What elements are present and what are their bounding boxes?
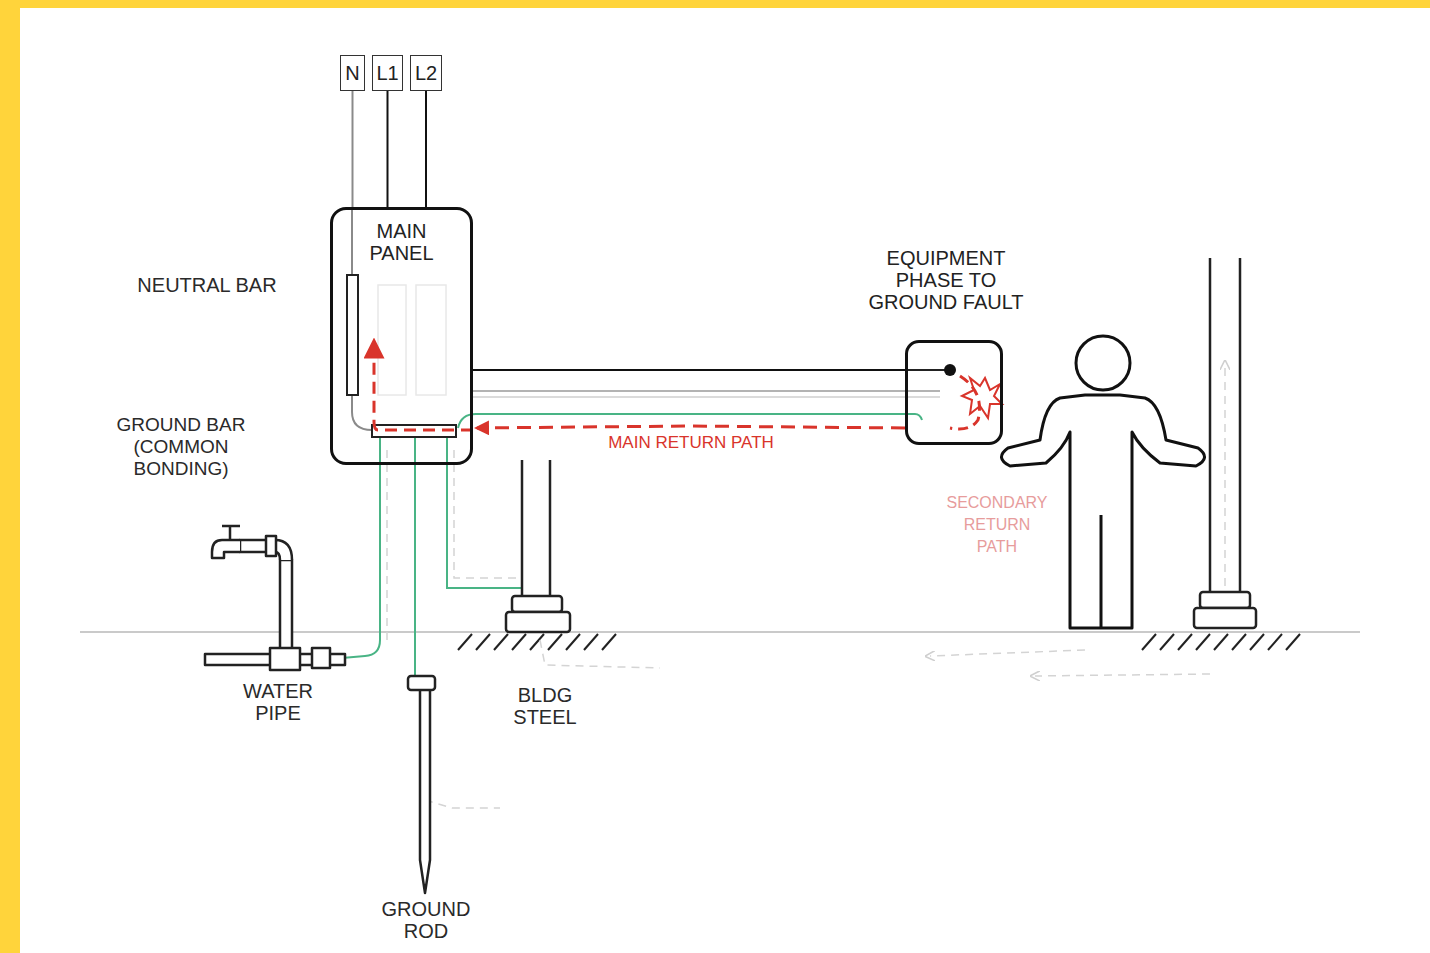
grounding-conductor [342, 414, 922, 677]
neutral-wire [351, 207, 353, 275]
ground-rod [408, 676, 435, 893]
neutral-bond-wire [352, 395, 372, 430]
terminal-box: L2 [410, 55, 442, 91]
return-path [477, 426, 905, 428]
secondary-path-arrows [387, 365, 1225, 808]
water-pipe [205, 526, 345, 670]
metal-column [1200, 592, 1250, 608]
earth-hatching [1142, 634, 1156, 650]
earth-hatching [1196, 634, 1210, 650]
part-label: NEUTRAL BAR [107, 274, 307, 296]
panel-title: MAIN PANEL [357, 220, 447, 264]
path-label: SECONDARY RETURN PATH [944, 492, 1050, 558]
person-figure [1001, 395, 1204, 628]
earth-hatching [512, 634, 526, 650]
terminal-label: L2 [415, 62, 437, 84]
secondary-path-arrows [540, 640, 660, 668]
person-figure [1076, 336, 1130, 390]
earth-hatching [602, 634, 616, 650]
earth-hatching [584, 634, 598, 650]
terminal-label: N [345, 62, 359, 84]
terminal-box: N [340, 55, 365, 91]
earth-hatching [1142, 634, 1300, 650]
grounding-conductor [458, 414, 922, 428]
earth-hatching [548, 634, 562, 650]
neutral-bar [347, 275, 358, 395]
earth-hatching [1268, 634, 1282, 650]
secondary-path-arrows [1035, 674, 1210, 676]
fault-point [944, 364, 956, 376]
earth-hatching [458, 634, 616, 650]
metal-column [1239, 258, 1242, 592]
phase-wire [387, 91, 389, 207]
earth-hatching [458, 634, 472, 650]
water-pipe [280, 560, 292, 654]
earth-hatching [494, 634, 508, 650]
grounding-conductor [342, 437, 380, 658]
water-pipe [222, 526, 240, 540]
grounding-conductor [447, 437, 522, 588]
earth-hatching [1286, 634, 1300, 650]
drawing-sheet [20, 8, 1430, 953]
fault-current [950, 376, 980, 429]
earth-hatching [1250, 634, 1264, 650]
earth-hatching [566, 634, 580, 650]
person-figure [1100, 515, 1103, 628]
return-path-inside-panel [374, 348, 473, 430]
terminal-label: L1 [376, 62, 398, 84]
earth-hatching [1214, 634, 1228, 650]
phase-wire [425, 91, 427, 207]
earth-hatching [1160, 634, 1174, 650]
cable-conductor [473, 390, 940, 392]
part-label: GROUND ROD [376, 898, 476, 942]
secondary-path-arrows [930, 650, 1085, 656]
secondary-path-arrows [454, 450, 520, 578]
part-label: BLDG STEEL [495, 684, 595, 728]
equipment-box: EQUIPMENT PHASE TO GROUND FAULT [905, 340, 1003, 445]
water-pipe [312, 648, 330, 668]
part-label: WATER PIPE [228, 680, 328, 724]
building-steel-column [506, 612, 570, 632]
ground-rod [420, 690, 430, 893]
secondary-path-arrows [386, 450, 388, 640]
water-pipe [270, 648, 300, 670]
grounding-conductor [414, 437, 416, 677]
building-steel-column [521, 460, 524, 596]
building-steel-column [549, 460, 552, 596]
fault-spark [962, 378, 1002, 418]
metal-column [1194, 258, 1256, 628]
building-steel-column [506, 460, 570, 632]
person-figure [1001, 336, 1204, 628]
earth-hatching [1178, 634, 1192, 650]
edge-label: MAIN RETURN PATH [605, 433, 777, 452]
earth-hatching [1232, 634, 1246, 650]
terminal-box: L1 [372, 55, 403, 91]
phase-conductor [473, 369, 905, 371]
secondary-path-arrows [1224, 365, 1226, 600]
secondary-path-arrows [425, 800, 500, 808]
building-steel-column [512, 596, 562, 612]
ground-line [80, 631, 1360, 633]
cable-conductor [473, 396, 940, 398]
earth-hatching [476, 634, 490, 650]
equipment-heading: EQUIPMENT PHASE TO GROUND FAULT [866, 247, 1026, 313]
part-label: GROUND BAR (COMMON BONDING) [89, 414, 274, 480]
metal-column [1209, 258, 1212, 592]
water-pipe [212, 540, 240, 558]
neutral-wire [352, 91, 354, 207]
main-panel: MAIN PANEL [330, 207, 473, 465]
metal-column [1194, 608, 1256, 628]
ground-rod [408, 676, 435, 690]
breaker-slot [378, 285, 406, 395]
breaker-slot [416, 285, 446, 395]
water-pipe [266, 536, 276, 556]
